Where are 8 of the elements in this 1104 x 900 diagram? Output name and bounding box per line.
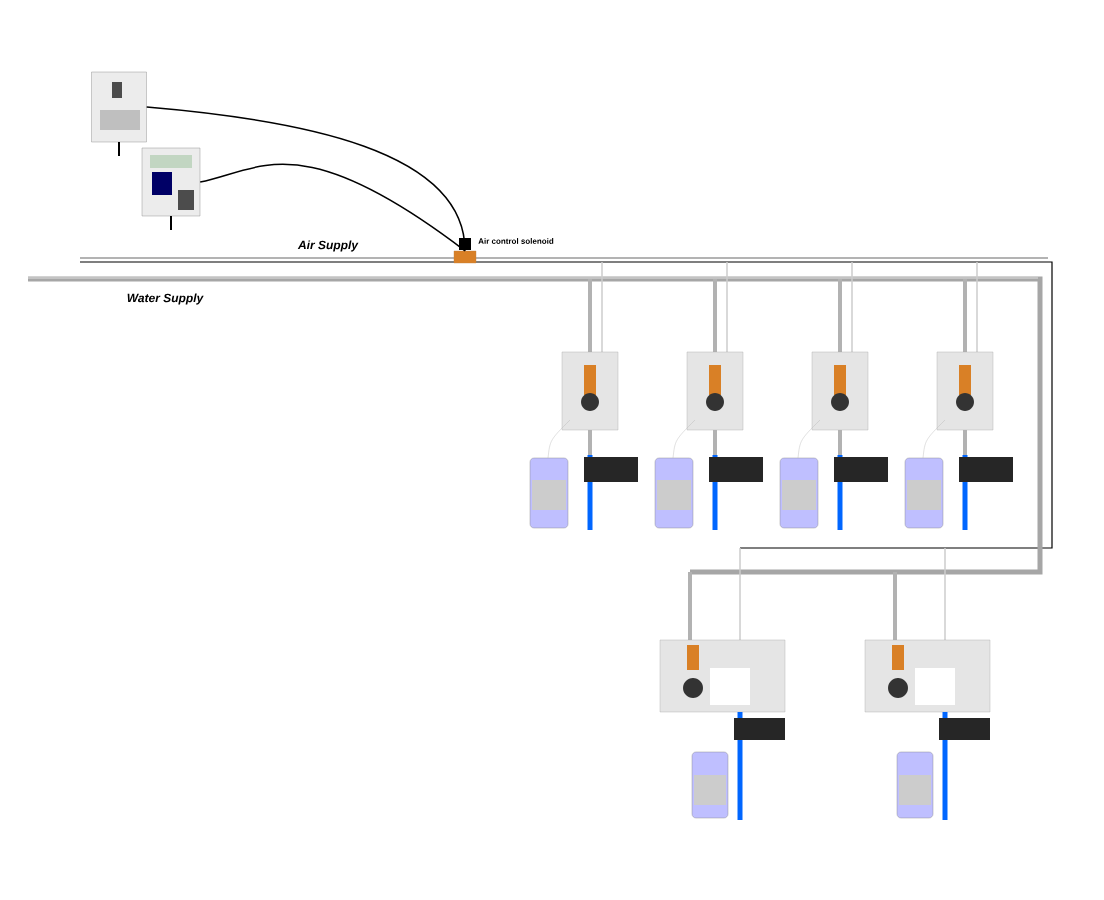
controller-drawing [91,71,147,157]
callout-label: Air control solenoid [478,238,554,244]
solenoid-valve-drawing [453,238,477,264]
controller-drawing [141,147,201,231]
pipe-label: Water Supply [127,293,204,305]
pipe-label: Air Supply [297,240,359,252]
cable [145,106,466,252]
cable [199,163,466,252]
